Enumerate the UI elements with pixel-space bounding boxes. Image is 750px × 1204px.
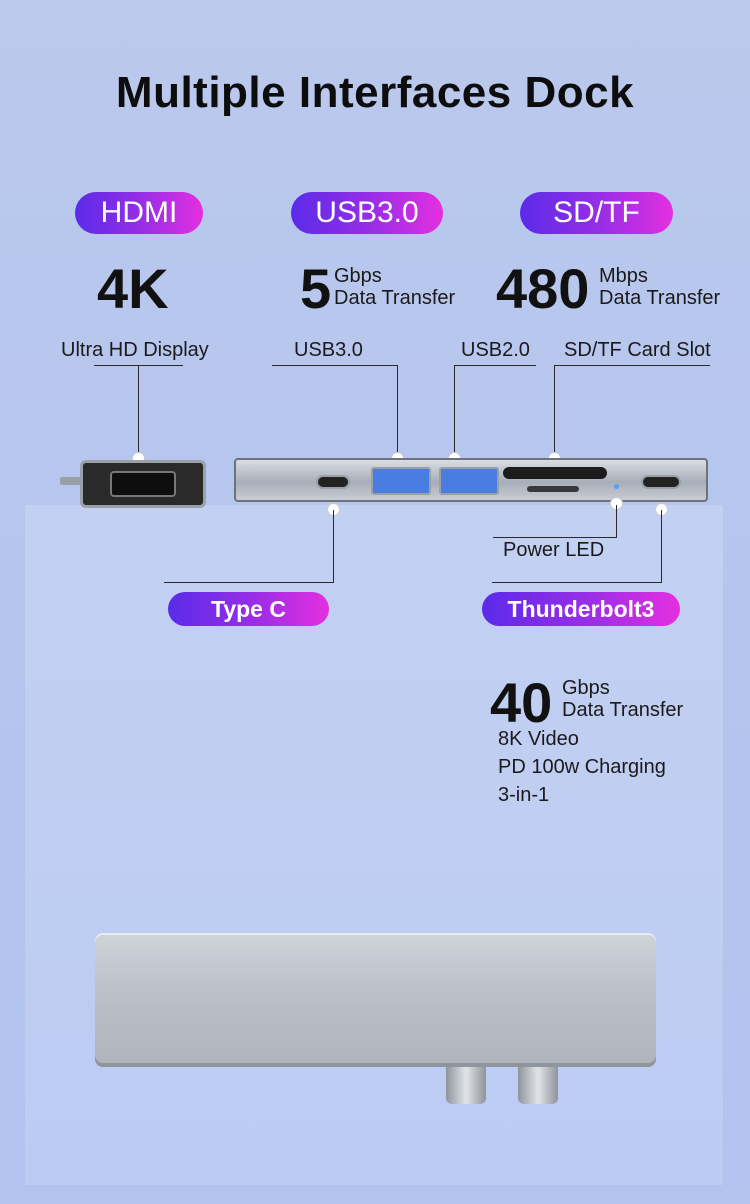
sdtf-spec-text: Data Transfer (599, 287, 721, 309)
thunderbolt3-badge: Thunderbolt3 (482, 592, 680, 626)
dock-plug-right (518, 1066, 558, 1104)
thunderbolt-leader-v (661, 510, 662, 583)
sdtf-spec-detail: Mbps Data Transfer (599, 265, 720, 309)
type-c-badge: Type C (168, 592, 329, 626)
hdmi-adapter (80, 460, 206, 508)
hdmi-spec-value: 4K (97, 257, 169, 320)
hdmi-adapter-plug (60, 477, 82, 485)
thunderbolt-feature-item: 3-in-1 (498, 784, 550, 806)
usb3-spec-unit: Gbps (334, 265, 382, 287)
type-c-leader-v (333, 510, 334, 583)
thunderbolt-feature-list: 8K Video PD 100w Charging 3-in-1 (498, 725, 666, 809)
led-leader-v (616, 505, 617, 538)
thunderbolt3-port (641, 475, 681, 489)
dock-front (234, 458, 708, 502)
dock-body (95, 933, 656, 1067)
thunderbolt-feature-item: 8K Video (498, 728, 579, 750)
thunderbolt-spec-detail: Gbps Data Transfer (562, 677, 683, 721)
usb3-badge: USB3.0 (291, 192, 443, 234)
type-c-leader-h (164, 582, 334, 583)
thunderbolt-leader-h (492, 582, 662, 583)
sd-card-slot (503, 467, 607, 479)
sdtf-spec-value: 480 (496, 257, 590, 320)
sdtf-leader-v (554, 365, 555, 457)
thunderbolt-spec-unit: Gbps (562, 677, 610, 699)
hdmi-port (110, 471, 176, 497)
thunderbolt-feature-item: PD 100w Charging (498, 756, 666, 778)
usb2-leader-v (454, 365, 455, 457)
power-led-label: Power LED (503, 539, 605, 561)
hdmi-badge: HDMI (75, 192, 203, 234)
usb2-leader-h (454, 365, 536, 366)
led-leader-h (493, 537, 617, 538)
usb3-leader-v (397, 365, 398, 457)
usb3-spec-detail: Gbps Data Transfer (334, 265, 455, 309)
usb2-port (439, 467, 499, 495)
usb3-port (371, 467, 431, 495)
usb3-leader-h (272, 365, 398, 366)
type-c-port (316, 475, 350, 489)
thunderbolt-spec-text: Data Transfer (562, 699, 684, 721)
sdtf-leader-h (554, 365, 710, 366)
usb3-port-label: USB3.0 (294, 339, 363, 361)
hdmi-port-label: Ultra HD Display (61, 339, 209, 361)
tf-card-slot (527, 486, 579, 492)
usb2-port-label: USB2.0 (461, 339, 530, 361)
thunderbolt-spec-value: 40 (490, 671, 553, 734)
hdmi-leader-v (138, 365, 139, 460)
power-led (614, 484, 619, 489)
sdtf-badge: SD/TF (520, 192, 673, 234)
sdtf-port-label: SD/TF Card Slot (564, 339, 711, 361)
dock-plug-left (446, 1066, 486, 1104)
usb3-spec-text: Data Transfer (334, 287, 456, 309)
page-title: Multiple Interfaces Dock (115, 68, 635, 117)
usb3-spec-value: 5 (300, 257, 332, 320)
sdtf-spec-unit: Mbps (599, 265, 648, 287)
